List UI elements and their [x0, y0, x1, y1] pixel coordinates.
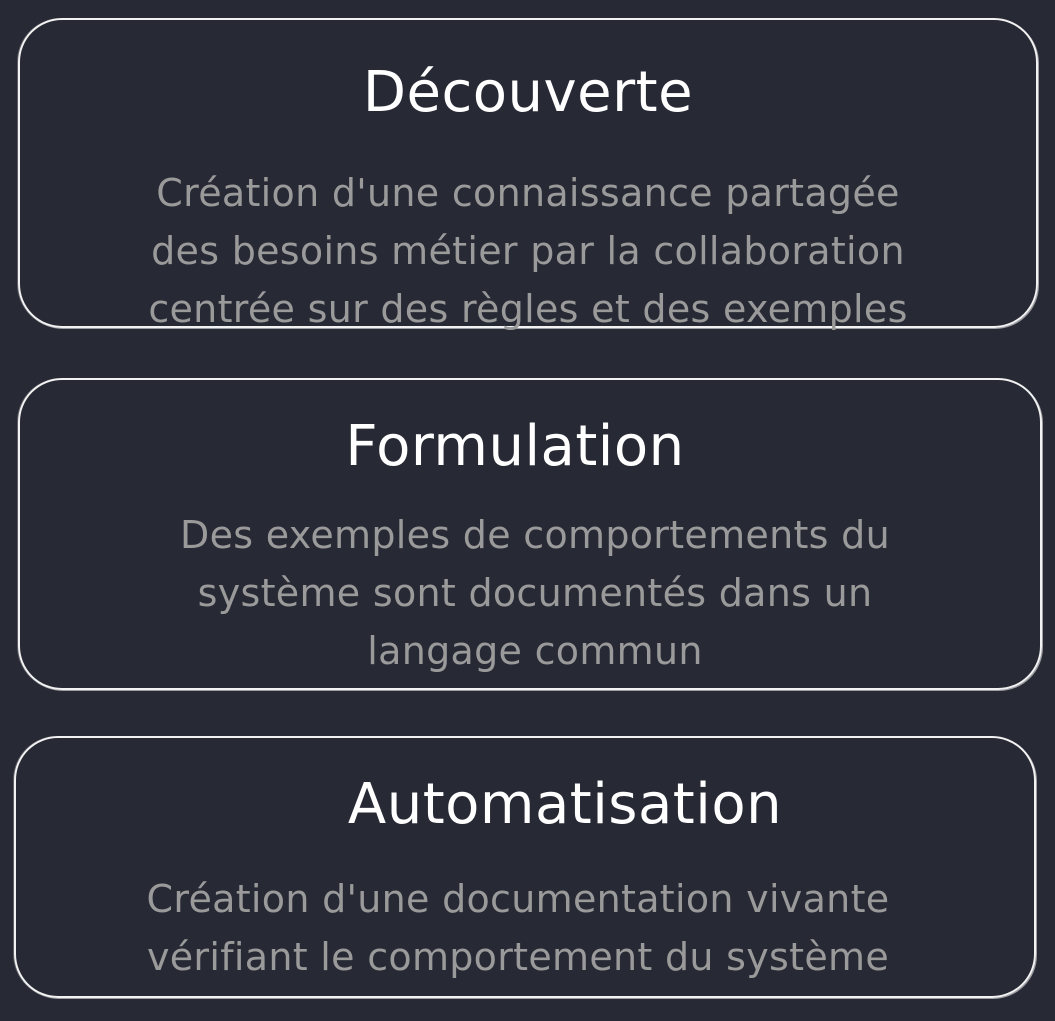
discovery-title: Découverte	[362, 60, 694, 125]
discovery-description: Création d'une connaissance partagée des…	[20, 164, 1036, 338]
automation-description: Création d'une documentation vivante vér…	[2, 870, 1034, 986]
automation-title: Automatisation	[347, 772, 783, 837]
description-line: Création d'une connaissance partagée	[156, 171, 900, 215]
formulation-title: Formulation	[345, 414, 685, 479]
formulation-box: Formulation Des exemples de comportement…	[18, 378, 1042, 690]
description-line: langage commun	[367, 629, 703, 673]
formulation-description: Des exemples de comportements du système…	[30, 506, 1040, 680]
description-line: système sont documentés dans un	[197, 571, 873, 615]
discovery-box: Découverte Création d'une connaissance p…	[18, 18, 1038, 331]
description-line: Création d'une documentation vivante	[146, 877, 890, 921]
description-line: vérifiant le comportement du système	[146, 935, 890, 979]
description-line: des besoins métier par la collaboration	[151, 229, 905, 273]
description-line: centrée sur des règles et des exemples	[148, 287, 908, 331]
description-line: Des exemples de comportements du	[180, 513, 890, 557]
automation-box: Automatisation Création d'une documentat…	[14, 736, 1036, 998]
